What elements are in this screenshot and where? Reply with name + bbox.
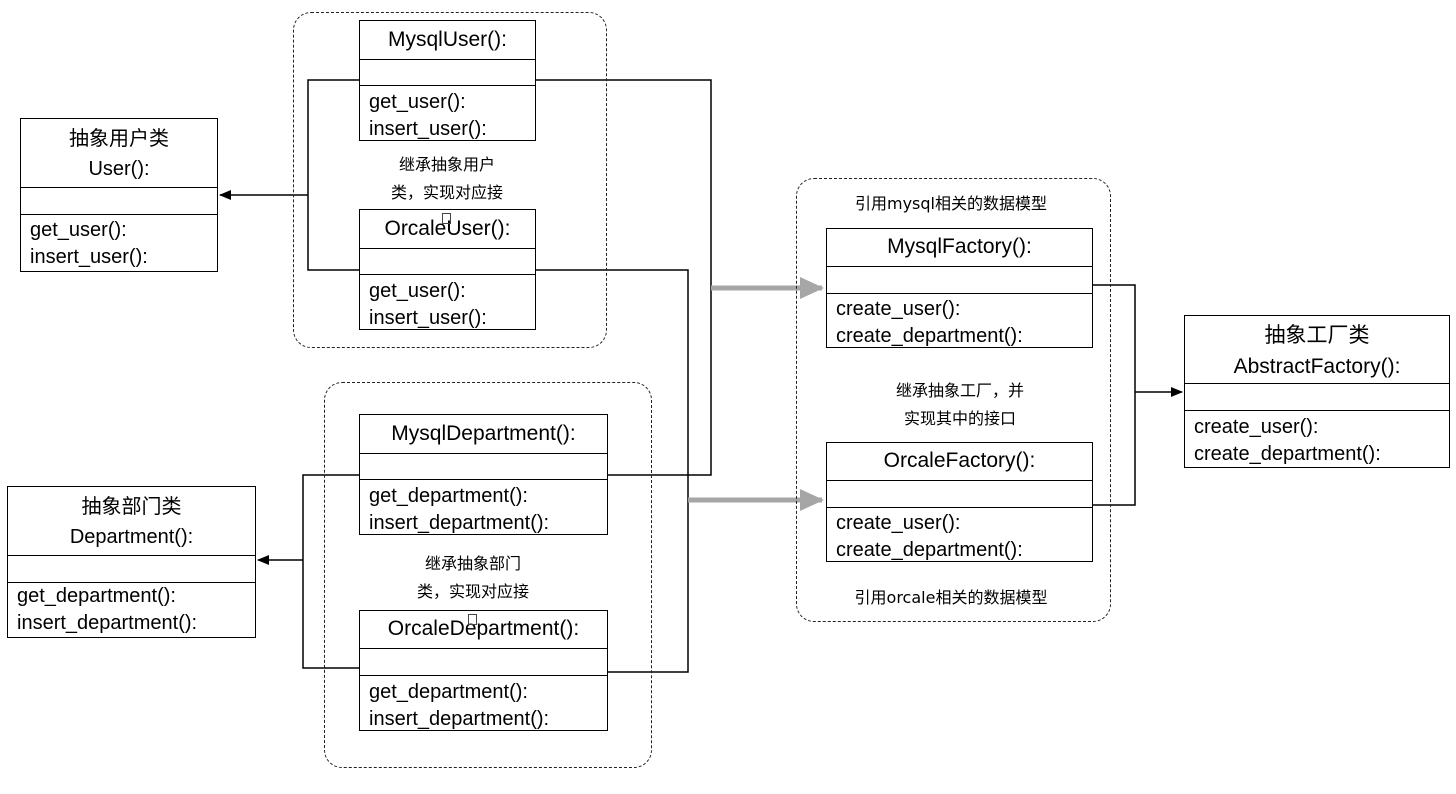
mysql-user-class[interactable]: MysqlUser(): get_user(): insert_user(): (359, 20, 536, 141)
attribute-compartment (1185, 384, 1449, 411)
operation: get_user(): (369, 91, 466, 113)
operation: insert_department(): (17, 612, 198, 634)
class-name: OrcaleDepartment(): (387, 617, 580, 640)
operation: insert_user(): (369, 118, 487, 140)
department-impl-group (324, 382, 652, 768)
factory-impl-group (796, 178, 1111, 622)
mysql-department-class[interactable]: MysqlDepartment(): get_department(): ins… (359, 414, 608, 535)
mysql-user-inherit-line (307, 79, 360, 195)
class-title: 抽象工厂类 (1264, 323, 1370, 347)
attribute-compartment (827, 267, 1092, 294)
abstract-user-class[interactable]: 抽象用户类 User(): get_user(): insert_user(): (20, 118, 218, 272)
user-group-note: 继承抽象用户 类，实现对应接 (390, 155, 503, 202)
operation: insert_user(): (369, 307, 487, 329)
attribute-compartment (21, 188, 217, 215)
class-name: User(): (88, 158, 150, 180)
mysql-user-model-line (535, 79, 712, 288)
mysql-department-inherit-line (302, 474, 360, 560)
mysql-department-model-line (607, 288, 712, 476)
abstract-department-class[interactable]: 抽象部门类 Department(): get_department(): in… (7, 486, 256, 638)
orcale-factory-inherit-line (1092, 392, 1136, 506)
operation: create_department(): (1194, 443, 1381, 465)
missing-glyph-icon (468, 614, 477, 625)
attribute-compartment (8, 556, 255, 583)
operation: get_department(): (17, 585, 176, 607)
orcale-factory-class[interactable]: OrcaleFactory(): create_user(): create_d… (826, 442, 1093, 562)
class-title: 抽象部门类 (81, 494, 182, 518)
operation: create_user(): (836, 512, 961, 534)
class-name: MysqlDepartment(): (391, 422, 576, 445)
orcale-user-model-line (535, 269, 689, 500)
operation: get_department(): (369, 485, 528, 507)
operation: insert_department(): (369, 512, 550, 534)
class-name: MysqlUser(): (388, 28, 507, 51)
operation: create_department(): (836, 539, 1023, 561)
class-name: OrcaleUser(): (384, 217, 511, 240)
operation: create_user(): (836, 298, 961, 320)
attribute-compartment (360, 649, 607, 676)
user-impl-group (293, 12, 607, 348)
factory-group-note: 继承抽象工厂，并 实现其中的接口 (895, 381, 1024, 428)
abstract-factory-class[interactable]: 抽象工厂类 AbstractFactory(): create_user(): … (1184, 315, 1450, 468)
orcale-department-inherit-line (302, 560, 360, 669)
orcale-user-inherit-line (307, 195, 360, 271)
missing-glyph-icon (442, 213, 451, 224)
orcale-user-class[interactable]: OrcaleUser(): get_user(): insert_user(): (359, 209, 536, 330)
class-name: MysqlFactory(): (887, 235, 1032, 258)
class-title: 抽象用户类 (69, 126, 169, 150)
operation: insert_department(): (369, 708, 550, 730)
operation: get_user(): (369, 280, 466, 302)
mysql-factory-inherit-line (1092, 284, 1136, 392)
attribute-compartment (360, 249, 535, 275)
operation: create_user(): (1194, 416, 1319, 438)
operation: get_department(): (369, 681, 528, 703)
mysql-factory-class[interactable]: MysqlFactory(): create_user(): create_de… (826, 228, 1093, 348)
class-name: AbstractFactory(): (1233, 355, 1401, 378)
operation: create_department(): (836, 325, 1023, 347)
mysql-models-note: 引用mysql相关的数据模型 (855, 194, 1047, 213)
class-name: Department(): (69, 526, 194, 548)
orcale-models-note: 引用orcale相关的数据模型 (854, 588, 1048, 607)
attribute-compartment (827, 481, 1092, 508)
orcale-department-class[interactable]: OrcaleDepartment(): get_department(): in… (359, 610, 608, 731)
orcale-department-model-line (607, 500, 689, 673)
attribute-compartment (360, 60, 535, 86)
operation: get_user(): (30, 219, 127, 241)
class-name: OrcaleFactory(): (883, 449, 1036, 472)
attribute-compartment (360, 454, 607, 480)
operation: insert_user(): (30, 246, 148, 268)
department-group-note: 继承抽象部门 类，实现对应接 (416, 554, 529, 601)
